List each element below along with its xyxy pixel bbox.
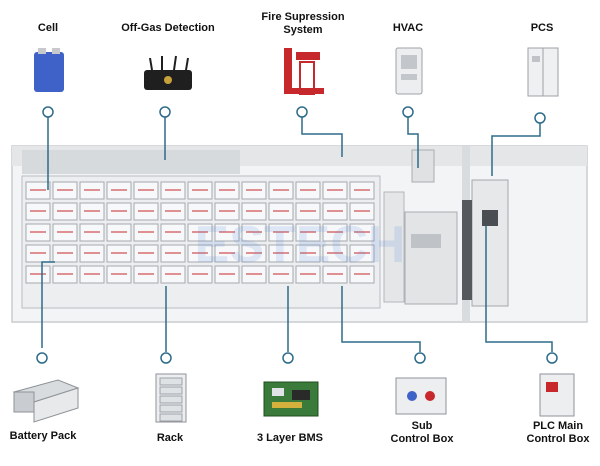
label-battery-pack: Battery Pack (9, 430, 77, 442)
rack-icon-module (159, 386, 183, 395)
label-rack: Rack (156, 432, 184, 444)
sub-control-box-unit (404, 211, 458, 305)
rack-icon-module (159, 377, 183, 386)
sub-control-box-icon (395, 377, 447, 415)
pcs-icon (527, 47, 559, 97)
label-plc-main-control-box: PLC Main Control Box (522, 420, 594, 446)
hvac-unit (411, 149, 435, 183)
fire-suppression-icon (284, 48, 324, 95)
plc-control-box-icon (539, 373, 575, 417)
label-off-gas-detection: Off-Gas Detection (121, 22, 215, 34)
label-fire-line-1: Fire Supression (261, 11, 345, 23)
label-fire-line-2: System (283, 24, 323, 36)
rack-array (21, 175, 381, 309)
control-cabinet (383, 191, 405, 303)
cell-icon (34, 48, 64, 92)
watermark: ESTECH (195, 216, 406, 274)
rack-icon (155, 373, 187, 423)
label-pcs: PCS (530, 22, 554, 34)
label-sub-control-box: Sub Control Box (386, 420, 458, 446)
plc-pcs-cabinet (462, 179, 509, 307)
hvac-icon (395, 47, 423, 95)
label-cell: Cell (37, 22, 59, 34)
rack-icon-module (159, 413, 183, 422)
off-gas-detector-icon (144, 55, 192, 90)
label-sub-line-2: Control Box (390, 433, 454, 445)
rack-icon-module (159, 404, 183, 413)
battery-pack-icon (12, 379, 80, 423)
rack-icon-module (159, 395, 183, 404)
label-3-layer-bms: 3 Layer BMS (256, 432, 324, 444)
bms-board-icon (263, 381, 319, 417)
label-fire-suppression-system: Fire Supression System (258, 11, 348, 37)
leader-lines (41, 116, 553, 352)
label-sub-line-1: Sub (411, 420, 433, 432)
label-plc-line-1: PLC Main (532, 420, 584, 432)
connector-dots (36, 106, 558, 364)
label-hvac: HVAC (392, 22, 424, 34)
label-plc-line-2: Control Box (526, 433, 590, 445)
